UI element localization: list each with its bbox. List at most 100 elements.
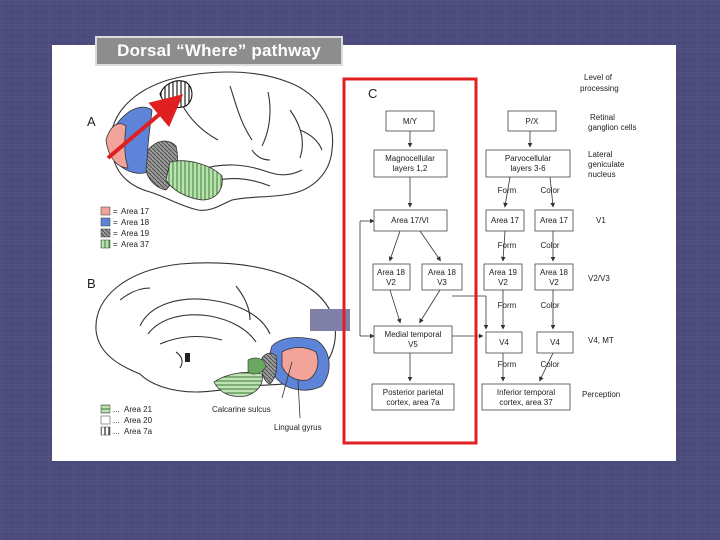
box-inferotemporal-rect bbox=[481, 383, 571, 411]
flow-box-texts: M/Y P/X Magnocellular layers 1,2 Parvoce… bbox=[377, 117, 569, 407]
legend-b-area-21: Area 21 bbox=[124, 405, 153, 414]
box-area17-a: Area 17 bbox=[491, 216, 520, 225]
legend-b-area-20: Area 20 bbox=[124, 416, 153, 425]
box-area19-b-line2: V2 bbox=[549, 278, 559, 287]
box-parvo-rect bbox=[485, 149, 571, 178]
box-inferotemporal-line1: Inferior temporal bbox=[497, 388, 555, 397]
legend-a-area-17: Area 17 bbox=[121, 207, 150, 216]
box-my-rect bbox=[385, 110, 435, 132]
levels-column: Level of processing Retinal ganglion cel… bbox=[580, 73, 636, 399]
flow-color-4: Color bbox=[540, 360, 559, 369]
legend-b-marker-3: ... bbox=[113, 427, 120, 436]
box-parvo-line1: Parvocellular bbox=[505, 154, 552, 163]
area-17-medial bbox=[281, 347, 319, 381]
legend-b-marker-1: ... bbox=[113, 405, 120, 414]
legend-a-marker-3: = bbox=[113, 229, 118, 238]
flow-labels: Form Color Form Color Form Color Form Co… bbox=[498, 186, 560, 369]
legend-b-area-7a: Area 7a bbox=[124, 427, 153, 436]
flow-connectors bbox=[359, 131, 556, 382]
box-px: P/X bbox=[526, 117, 540, 126]
panel-a-label: A bbox=[87, 114, 96, 129]
box-v4-a: V4 bbox=[499, 338, 509, 347]
box-area19-a-line1: Area 19 bbox=[489, 268, 518, 277]
box-parietal-line1: Posterior parietal bbox=[383, 388, 444, 397]
box-area19a-rect bbox=[483, 263, 523, 291]
area-7a-lateral bbox=[159, 80, 193, 109]
box-area19-b-line1: Area 18 bbox=[540, 268, 569, 277]
panel-c-label: C bbox=[368, 86, 377, 101]
overlay-block bbox=[310, 309, 350, 331]
box-magno-line2: layers 1,2 bbox=[393, 164, 428, 173]
lingual-pointer bbox=[297, 379, 301, 419]
area-19-medial bbox=[261, 352, 278, 385]
area-37-medial bbox=[213, 372, 263, 397]
box-parietal-rect bbox=[371, 383, 455, 411]
lingual-gyrus-label: Lingual gyrus bbox=[274, 423, 322, 432]
box-parietal-line2: cortex, area 7a bbox=[386, 398, 440, 407]
level-v1: V1 bbox=[596, 216, 606, 225]
box-area17-b: Area 17 bbox=[540, 216, 569, 225]
legend-b: ... Area 21 ... Area 20 ... Area 7a bbox=[100, 404, 153, 436]
level-header-line2: processing bbox=[580, 84, 619, 93]
box-area18-v3-line1: Area 18 bbox=[428, 268, 457, 277]
flow-boxes bbox=[371, 110, 574, 411]
level-v2v3: V2/V3 bbox=[588, 274, 610, 283]
level-perception: Perception bbox=[582, 390, 620, 399]
area-37-lateral bbox=[165, 160, 223, 201]
legend-a-area-18: Area 18 bbox=[121, 218, 150, 227]
legend-a: = Area 17 = Area 18 = Area 19 = Area 37 bbox=[100, 206, 150, 249]
box-my: M/Y bbox=[403, 117, 418, 126]
flow-color-2: Color bbox=[540, 241, 559, 250]
legend-b-marker-2: ... bbox=[113, 416, 120, 425]
calcarine-pointer bbox=[281, 361, 293, 399]
flow-form-4: Form bbox=[498, 360, 517, 369]
box-magno-rect bbox=[373, 149, 448, 178]
box-area17v1-rect bbox=[373, 209, 448, 232]
flow-color-1: Color bbox=[540, 186, 559, 195]
level-lgn-line3: nucleus bbox=[588, 170, 616, 179]
level-lgn-line1: Lateral bbox=[588, 150, 613, 159]
level-lgn-line2: geniculate bbox=[588, 160, 625, 169]
legend-a-area-19: Area 19 bbox=[121, 229, 150, 238]
slide-title: Dorsal “Where” pathway bbox=[95, 36, 343, 66]
box-mt-line1: Medial temporal bbox=[385, 330, 442, 339]
box-parvo-line2: layers 3-6 bbox=[510, 164, 546, 173]
level-v4mt: V4, MT bbox=[588, 336, 614, 345]
box-magno-line1: Magnocellular bbox=[385, 154, 435, 163]
box-v4a-rect bbox=[485, 331, 523, 354]
box-area19b-rect bbox=[534, 263, 574, 291]
box-mt-line2: V5 bbox=[408, 340, 418, 349]
dorsal-stream-highlight bbox=[342, 77, 478, 445]
level-header-line1: Level of bbox=[584, 73, 613, 82]
legend-a-marker-2: = bbox=[113, 218, 118, 227]
flow-form-3: Form bbox=[498, 301, 517, 310]
box-px-rect bbox=[507, 110, 557, 132]
area-21-medial bbox=[247, 357, 267, 375]
legend-a-area-37: Area 37 bbox=[121, 240, 150, 249]
box-area18-v2-line2: V2 bbox=[386, 278, 396, 287]
calcarine-sulcus-label: Calcarine sulcus bbox=[212, 405, 271, 414]
brainstem-marker bbox=[185, 353, 190, 362]
box-v4-b: V4 bbox=[550, 338, 560, 347]
box-v4b-rect bbox=[536, 331, 574, 354]
flow-form-1: Form bbox=[498, 186, 517, 195]
legend-a-marker-1: = bbox=[113, 207, 118, 216]
box-mt-rect bbox=[373, 325, 453, 354]
box-area18v3-rect bbox=[421, 263, 463, 291]
box-area18-v3-line2: V3 bbox=[437, 278, 447, 287]
box-area19-a-line2: V2 bbox=[498, 278, 508, 287]
level-retinal-line1: Retinal bbox=[590, 113, 615, 122]
level-retinal-line2: ganglion cells bbox=[588, 123, 636, 132]
box-area17b-rect bbox=[534, 209, 574, 232]
box-area17-v1: Area 17/VI bbox=[391, 216, 429, 225]
box-inferotemporal-line2: cortex, area 37 bbox=[499, 398, 553, 407]
flow-form-2: Form bbox=[498, 241, 517, 250]
box-area17a-rect bbox=[485, 209, 525, 232]
panel-b-label: B bbox=[87, 276, 96, 291]
box-area18-v2-line1: Area 18 bbox=[377, 268, 406, 277]
legend-a-marker-4: = bbox=[113, 240, 118, 249]
box-area18v2-rect bbox=[372, 263, 411, 291]
flow-color-3: Color bbox=[540, 301, 559, 310]
where-pathway-arrow bbox=[106, 94, 184, 160]
